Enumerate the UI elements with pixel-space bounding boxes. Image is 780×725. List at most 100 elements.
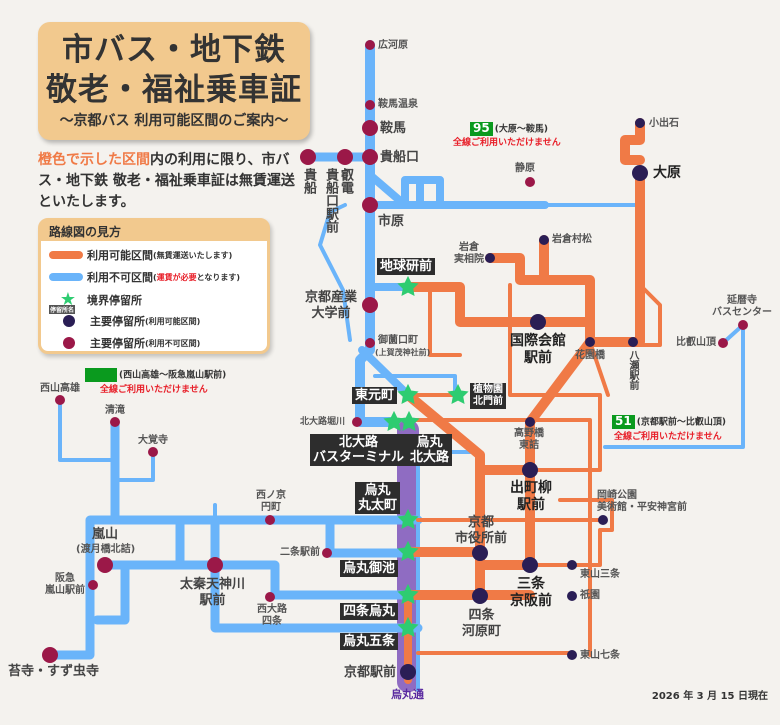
intro-rest: 内の利用に限り、市バス・地下鉄 敬老・福祉乗車証は無賃運送といたします。 xyxy=(38,152,295,210)
stop-kokedera xyxy=(42,647,58,663)
label-hieizan: 比叡山頂 xyxy=(676,337,716,348)
stop-kyoto-eki xyxy=(400,664,416,680)
label-eiden: 叡電 xyxy=(338,168,353,194)
notice-route-51: 51(京都駅前〜比叡山頂) xyxy=(612,415,726,429)
stop-ichihara xyxy=(362,197,378,213)
label-kokedera: 苔寺・すず虫寺 xyxy=(8,664,100,679)
label-kibuneguchi: 貴船口 xyxy=(380,150,420,165)
label-nishiyama-takao: 西山高雄 xyxy=(40,383,80,394)
notice-route-95: 95(大原〜鞍馬) xyxy=(470,122,548,136)
label-arashiyama: 嵐山 xyxy=(92,527,119,542)
stop-eiden xyxy=(337,149,353,165)
label-kokusai: 国際会館 駅前 xyxy=(510,333,566,366)
stop-misonoguchi xyxy=(365,338,375,348)
notice-route-95-text: 全線ご利用いただけません xyxy=(453,138,561,148)
star-shijo-karasuma xyxy=(397,583,419,605)
stop-kyosan xyxy=(362,297,378,313)
label-higashimotomachi: 東元町 xyxy=(352,387,398,404)
star-chikyuken xyxy=(397,275,419,297)
legend-boundary-sub: 停留所名 xyxy=(49,305,76,314)
boundary-stops xyxy=(383,275,469,638)
label-okazaki: 岡崎公園 美術館・平安神宮前 xyxy=(597,490,687,513)
legend: 路線図の見方 利用可能区間(無賃運送いたします) 利用不可区間(運賃が必要となり… xyxy=(38,218,270,354)
label-enryakuji: 延暦寺 バスセンター xyxy=(712,295,772,318)
label-kyoto-eki: 京都駅前 xyxy=(344,665,397,680)
stop-hirogawara xyxy=(365,40,375,50)
label-nijo: 二条駅前 xyxy=(280,547,320,558)
stop-hanazonobashi xyxy=(585,337,595,347)
label-kibuneguchi-eki: 貴船口駅前 xyxy=(323,168,338,233)
stop-shizuhara xyxy=(525,177,535,187)
stop-arashiyama xyxy=(97,557,113,573)
stop-uzumasa xyxy=(207,557,223,573)
label-yase: 八瀬駅前 xyxy=(627,350,638,390)
stop-kurama xyxy=(362,120,378,136)
label-kitaoji-bt: 北大路 バスターミナル xyxy=(310,434,408,466)
star-karasuma-gojo xyxy=(397,616,419,638)
label-kurama: 鞍馬 xyxy=(380,121,407,136)
notice-nishiyama-text: 全線ご利用いただけません xyxy=(100,385,208,395)
stop-sanjo xyxy=(522,557,538,573)
stop-iwakura-jissoin xyxy=(485,253,495,263)
label-takano: 高野橋 東詰 xyxy=(514,428,544,451)
available-stops xyxy=(400,118,648,680)
stop-demachi xyxy=(522,462,538,478)
stop-hieizan xyxy=(718,338,728,348)
stop-enryakuji xyxy=(738,320,748,330)
intro-text: 橙色で示した区間内の利用に限り、市バス・地下鉄 敬老・福祉乗車証は無賃運送といた… xyxy=(38,150,298,213)
stop-kurama-onsen xyxy=(365,100,375,110)
label-misonoguchi-sub: (上賀茂神社前) xyxy=(375,348,431,357)
label-daikakuji: 大覚寺 xyxy=(138,435,168,446)
stop-higashiyama-sanjo xyxy=(567,560,577,570)
legend-boundary: ★境界停留所 xyxy=(49,289,142,310)
label-arashiyama-sub: (渡月橋北詰) xyxy=(76,544,136,555)
legend-major-unavailable: 主要停留所(利用不可区間) xyxy=(49,335,200,351)
label-kurama-onsen: 鞍馬温泉 xyxy=(378,99,418,110)
label-misonoguchi: 御薗口町 xyxy=(378,335,418,346)
label-ohara: 大原 xyxy=(653,165,681,181)
subway-line-label: 烏丸通 xyxy=(391,688,424,701)
stop-nishiyama-takao xyxy=(55,395,65,405)
legend-available: 利用可能区間(無賃運送いたします) xyxy=(49,247,232,263)
label-iwakura-jissoin: 岩倉 実相院 xyxy=(454,242,484,265)
stop-higashiyama-shichijo xyxy=(567,650,577,660)
label-sanjo: 三条 京阪前 xyxy=(510,576,552,609)
stop-yase xyxy=(628,337,638,347)
star-icon: ★ xyxy=(59,289,77,310)
unavailable-stops xyxy=(42,40,748,663)
stop-kibuneguchi xyxy=(362,149,378,165)
stop-ohara xyxy=(632,165,648,181)
label-hanazonobashi: 花園橋 xyxy=(575,350,605,361)
stop-shiyakusho xyxy=(472,545,488,561)
label-higashiyama-sanjo: 東山三条 xyxy=(580,569,620,580)
label-shiyakusho: 京都 市役所前 xyxy=(455,515,508,546)
title-line2: 敬老・福祉乗車証 xyxy=(46,72,302,108)
label-kiyotaki: 清滝 xyxy=(105,405,125,416)
label-shokubutsuen: 植物園 北門前 xyxy=(470,383,506,409)
legend-major-available: 主要停留所(利用可能区間) xyxy=(49,313,200,329)
legend-heading: 路線図の見方 xyxy=(41,221,267,241)
label-karasuma-kitaoji: 烏丸 北大路 xyxy=(407,434,453,466)
stop-kibune xyxy=(300,149,316,165)
dot-icon xyxy=(63,337,75,349)
dot-icon xyxy=(63,315,75,327)
stop-kiyotaki xyxy=(110,417,120,427)
star-karasuma-marutamachi xyxy=(397,508,419,530)
label-karasuma-marutamachi: 烏丸 丸太町 xyxy=(355,482,401,514)
stop-takano xyxy=(525,417,535,427)
star-higashimotomachi xyxy=(397,383,419,405)
label-shizuhara: 静原 xyxy=(515,163,535,174)
stop-daikakuji xyxy=(148,447,158,457)
stop-kitaoji-horikawa xyxy=(352,417,362,427)
label-chikyuken: 地球研前 xyxy=(377,258,436,275)
label-higashiyama-shichijo: 東山七条 xyxy=(580,650,620,661)
stop-iwakura-muramatsu xyxy=(539,235,549,245)
label-shijo-karasuma: 四条烏丸 xyxy=(340,603,399,620)
star-karasuma-kitaoji xyxy=(398,410,420,432)
label-uzumasa: 太秦天神川 駅前 xyxy=(180,577,246,608)
label-hirogawara: 広河原 xyxy=(378,40,408,51)
label-gion: 祇園 xyxy=(580,590,600,601)
stop-nishioji-shijo xyxy=(265,592,275,602)
subtitle: 〜京都バス 利用可能区間のご案内〜 xyxy=(59,113,289,129)
label-iwakura-muramatsu: 岩倉村松 xyxy=(552,234,592,245)
